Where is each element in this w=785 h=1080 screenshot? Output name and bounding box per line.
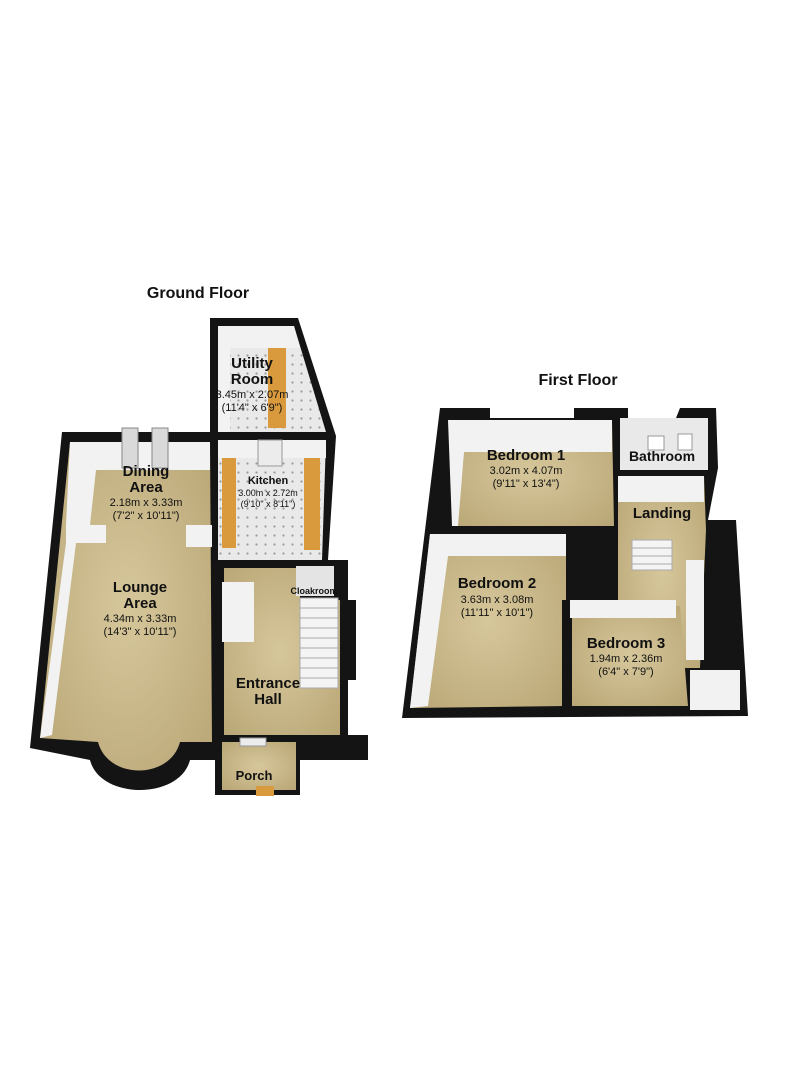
label-utility-room: Utility Room 3.45m x 2.07m (11'4" x 6'9"…	[216, 355, 289, 414]
hall-cupboard	[222, 582, 254, 642]
svg-text:Porch: Porch	[236, 768, 273, 783]
dining-walls	[66, 442, 210, 525]
label-porch: Porch	[236, 768, 273, 783]
bedroom-3-floor	[572, 606, 688, 706]
svg-text:(14'3" x 10'11"): (14'3" x 10'11")	[104, 626, 177, 638]
cloakroom-floor	[296, 566, 334, 596]
svg-text:(9'10" x 8'11"): (9'10" x 8'11")	[241, 499, 296, 509]
lounge-left-wall-face	[40, 543, 76, 738]
svg-text:Room: Room	[231, 371, 274, 388]
svg-text:Kitchen: Kitchen	[248, 475, 289, 487]
label-lounge-area: Lounge Area 4.34m x 3.33m (14'3" x 10'11…	[104, 579, 177, 638]
svg-text:3.63m x 3.08m: 3.63m x 3.08m	[461, 594, 534, 606]
svg-text:Bathroom: Bathroom	[629, 448, 695, 464]
svg-text:4.34m x 3.33m: 4.34m x 3.33m	[104, 613, 177, 625]
kitchen-floor	[218, 440, 326, 560]
dining-lounge-divider-left	[66, 525, 106, 543]
kitchen-worktop-right	[304, 458, 320, 550]
svg-text:(7'2" x 10'11"): (7'2" x 10'11")	[113, 510, 180, 522]
svg-text:Utility: Utility	[231, 355, 273, 372]
svg-text:Bedroom 2: Bedroom 2	[458, 575, 536, 592]
utility-worktop	[268, 348, 286, 428]
ground-floor-stairs	[299, 597, 339, 689]
ground-floor-title: Ground Floor	[147, 285, 249, 302]
svg-text:(11'4" x 6'9"): (11'4" x 6'9")	[222, 402, 283, 414]
first-floor-stairs	[631, 539, 704, 660]
svg-text:3.45m x 2.07m: 3.45m x 2.07m	[216, 389, 289, 401]
porch-inner-door	[239, 737, 267, 747]
label-cloakroom: Cloakroom	[290, 586, 337, 596]
first-floor-title: First Floor	[538, 372, 617, 389]
label-bedroom-1: Bedroom 1 3.02m x 4.07m (9'11" x 13'4")	[487, 447, 565, 490]
svg-text:Entrance: Entrance	[236, 675, 300, 692]
svg-text:Bedroom 3: Bedroom 3	[587, 635, 665, 652]
bedroom-3-wall	[566, 600, 676, 618]
bedroom-2-walls	[410, 534, 566, 708]
svg-text:3.00m x 2.72m: 3.00m x 2.72m	[238, 488, 298, 498]
cupboard-first-floor	[690, 670, 740, 710]
bedroom-1-walls	[448, 420, 612, 526]
svg-text:Bedroom 1: Bedroom 1	[487, 447, 565, 464]
bathroom-toilet	[677, 433, 693, 451]
ground-floor-plan	[30, 318, 368, 796]
porch-floor	[222, 742, 296, 790]
label-kitchen: Kitchen 3.00m x 2.72m (9'10" x 8'11")	[238, 475, 298, 509]
utility-walls	[218, 326, 300, 432]
svg-text:3.02m x 4.07m: 3.02m x 4.07m	[490, 465, 563, 477]
svg-text:Landing: Landing	[633, 505, 691, 522]
dining-french-doors	[121, 427, 169, 469]
svg-text:(6'4" x 7'9"): (6'4" x 7'9")	[598, 666, 653, 678]
svg-text:(9'11" x 13'4"): (9'11" x 13'4")	[493, 478, 560, 490]
svg-text:2.18m x 3.33m: 2.18m x 3.33m	[110, 497, 183, 509]
label-bathroom: Bathroom	[629, 448, 695, 464]
svg-text:Area: Area	[129, 479, 163, 496]
svg-text:Area: Area	[123, 595, 157, 612]
label-bedroom-2: Bedroom 2 3.63m x 3.08m (11'11" x 10'1")	[458, 575, 536, 619]
svg-text:Cloakroom: Cloakroom	[290, 586, 337, 596]
dining-lounge-divider-right	[186, 525, 212, 547]
kitchen-worktop-left	[222, 458, 236, 548]
label-dining-area: Dining Area 2.18m x 3.33m (7'2" x 10'11"…	[110, 463, 183, 522]
front-door	[256, 786, 274, 796]
bedroom-3-left-wall	[562, 600, 570, 710]
hall-left-wall	[218, 560, 224, 740]
svg-text:Hall: Hall	[254, 691, 282, 708]
bathroom-sink	[647, 435, 665, 451]
label-entrance-hall: Entrance Hall	[236, 675, 300, 708]
kitchen-door	[257, 439, 283, 467]
label-bedroom-3: Bedroom 3 1.94m x 2.36m (6'4" x 7'9")	[587, 635, 665, 678]
svg-text:(11'11" x 10'1"): (11'11" x 10'1")	[461, 607, 533, 619]
svg-text:1.94m x 2.36m: 1.94m x 2.36m	[590, 653, 663, 665]
bedroom-2-floor	[410, 534, 566, 708]
svg-text:Dining: Dining	[123, 463, 170, 480]
first-floor-plan	[402, 408, 748, 718]
svg-text:Lounge: Lounge	[113, 579, 167, 596]
label-landing: Landing	[633, 505, 691, 522]
landing-wall	[618, 476, 704, 502]
